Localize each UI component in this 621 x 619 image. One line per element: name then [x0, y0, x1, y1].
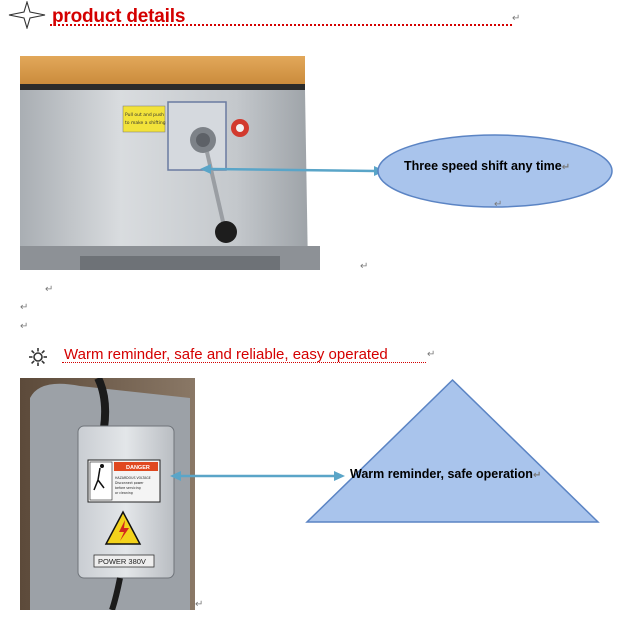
power-label: POWER 380V [98, 557, 146, 566]
callout-triangle [305, 378, 600, 523]
warning-line-3: before servicing [115, 486, 141, 490]
sticker-text-1: Pull out and push [125, 112, 164, 118]
heading-product-details: product details [52, 6, 186, 27]
callout-speed-text: Three speed shift any time↵ [404, 159, 571, 173]
paragraph-mark: ↵ [45, 284, 54, 295]
mixer-speed-lever-photo: Pull out and push to make a shifting [20, 56, 360, 270]
paragraph-mark: ↵ [494, 199, 503, 210]
warning-line-4: or cleaning [115, 491, 133, 495]
paragraph-mark: ↵ [20, 302, 29, 313]
double-arrow-icon [170, 471, 345, 481]
heading-warm-reminder: Warm reminder, safe and reliable, easy o… [64, 346, 388, 363]
heading-underline [50, 24, 512, 26]
paragraph-mark: ↵ [195, 599, 204, 610]
paragraph-mark: ↵ [20, 321, 29, 332]
gear-icon [29, 348, 47, 366]
warning-line-2: Disconnect power [115, 481, 144, 485]
sticker-text-2: to make a shifting [125, 120, 166, 126]
paragraph-mark: ↵ [360, 261, 369, 272]
warning-line-1: HAZARDOUS VOLTAGE [115, 476, 151, 480]
danger-label: DANGER [126, 465, 150, 471]
double-arrow-icon [200, 164, 385, 176]
heading-underline [62, 362, 426, 363]
callout-ellipse [377, 134, 613, 208]
star-icon [8, 1, 46, 29]
paragraph-mark: ↵ [512, 13, 521, 24]
callout-safety-text: Warm reminder, safe operation↵ [350, 467, 542, 481]
power-box-photo: DANGER HAZARDOUS VOLTAGE Disconnect powe… [20, 378, 195, 610]
paragraph-mark: ↵ [427, 349, 436, 360]
